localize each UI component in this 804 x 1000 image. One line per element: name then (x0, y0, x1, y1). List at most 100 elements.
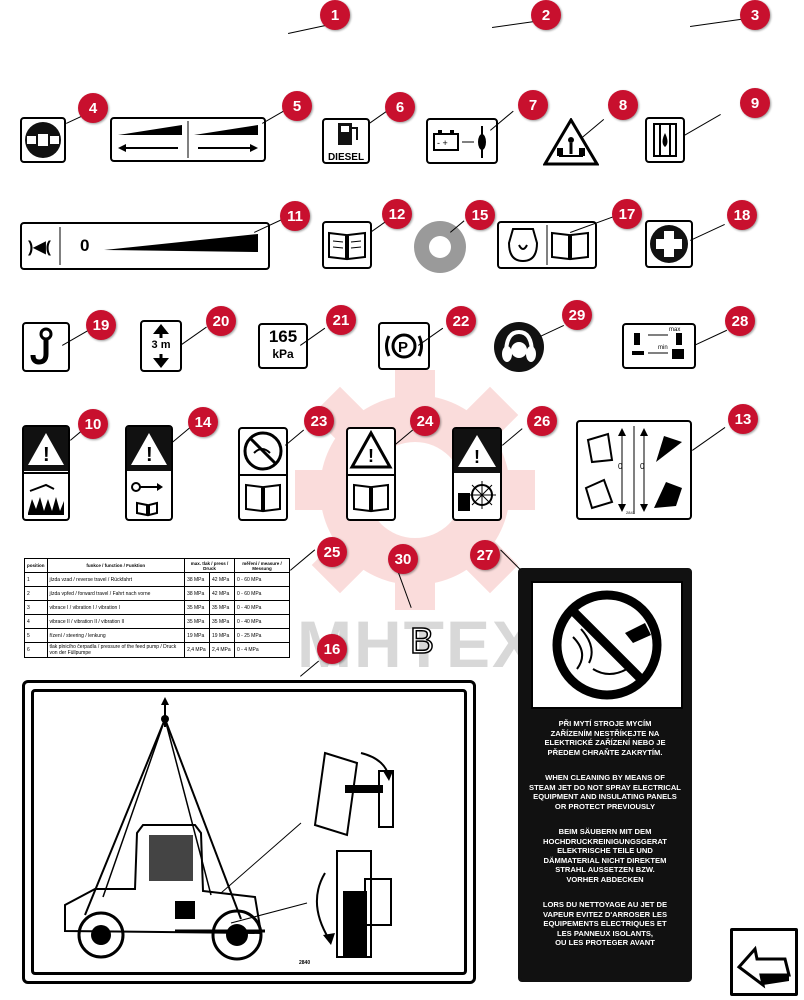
warning-fr-line: EQUIPEMENTS ELECTRIQUES ET (543, 919, 667, 928)
warning-cz-line: ZAŘÍZENÍM NESTŘÍKEJTE NA (550, 728, 660, 738)
decal-battery-explosion-warning: ! (452, 427, 502, 521)
warning-fr-line: OU LES PROTEGER AVANT (555, 938, 655, 947)
svg-text:- +: - + (437, 138, 448, 148)
callout-5: 5 (282, 91, 312, 121)
warning-de-line: STRAHL AUSSETZEN BZW. (555, 865, 655, 874)
decal-remove-key-warning: ! (125, 425, 173, 521)
hydraulic-pressure-table: position funkce / function / Funktion ma… (24, 558, 290, 658)
svg-text:!: ! (43, 444, 50, 466)
callout-17: 17 (612, 199, 642, 229)
table-header: funkce / function / Funktion (46, 558, 186, 573)
callout-15: 15 (465, 200, 495, 230)
svg-text:!: ! (146, 444, 153, 466)
callout-8: 8 (608, 90, 638, 120)
pressure-unit: kPa (272, 347, 294, 361)
callout-19: 19 (86, 310, 116, 340)
pressure-value: 165 (268, 327, 298, 346)
callout-28: 28 (725, 306, 755, 336)
callout-21: 21 (326, 305, 356, 335)
callout-16: 16 (317, 634, 347, 664)
svg-text:!: ! (474, 447, 480, 467)
warning-en-line: STEAM JET DO NOT SPRAY ELECTRICAL (529, 782, 681, 792)
callout-14: 14 (188, 407, 218, 437)
callout-20: 20 (206, 306, 236, 336)
callout-12: 12 (382, 199, 412, 229)
decal-hot-surface-warning: ! (22, 425, 70, 521)
callout-30: 30 (388, 544, 418, 574)
dir-zero-2: 0 (640, 462, 645, 471)
callout-23: 23 (304, 406, 334, 436)
arrow-icon (736, 945, 791, 989)
decal-lashing-point (20, 117, 66, 163)
next-page-arrow-button[interactable] (730, 928, 798, 996)
warning-fr-line: LORS DU NETTOYAGE AU JET DE (542, 900, 668, 909)
warning-de-line: ELEKTRISCHE TEILE UND (557, 846, 653, 855)
callout-22: 22 (446, 306, 476, 336)
callout-11: 11 (280, 201, 310, 231)
callout-6: 6 (385, 92, 415, 122)
diesel-label: DIESEL (327, 152, 365, 163)
warning-de-line: VORHER ABDECKEN (566, 874, 644, 884)
code-2840: 2840 (299, 960, 311, 966)
callout-2: 2 (531, 0, 561, 30)
callout-9: 9 (740, 88, 770, 118)
decal-steering-directions: 0 0 2841 (576, 420, 692, 520)
decal-parking-brake: P (378, 322, 430, 370)
callout-13: 13 (728, 404, 758, 434)
decal-hearing-protection (494, 322, 544, 372)
callout-4: 4 (78, 93, 108, 123)
decal-speed-limit: )◀( 0 (20, 222, 270, 270)
decal-warning-manual: ! (346, 427, 396, 521)
speed-zero-label: 0 (80, 236, 90, 255)
svg-text:!: ! (368, 446, 374, 466)
table-header: měření / measure / Messung (234, 558, 290, 573)
letter-b-mark: B (409, 619, 435, 662)
decal-no-spray-manual (238, 427, 288, 521)
warning-de-line: DÄMMATERIAL NICHT DIREKTEM (543, 855, 667, 865)
code-2841: 2841 (626, 510, 635, 515)
callout-7: 7 (518, 90, 548, 120)
decal-lifting-diagram: 2840 (22, 680, 476, 984)
svg-text:)◀(: )◀( (28, 239, 52, 256)
callout-18: 18 (727, 200, 757, 230)
callout-3: 3 (740, 0, 770, 30)
callout-25: 25 (317, 537, 347, 567)
warning-cz-line: PŘEDEM CHRAŇTE ZAKRYTÍM. (547, 747, 663, 757)
decal-direction-arrows (110, 117, 266, 162)
decal-read-manual (322, 221, 372, 269)
height-value: 3 m (151, 339, 171, 351)
decal-ring-washer (414, 221, 466, 273)
decal-lifting-hook (22, 322, 70, 372)
callout-26: 26 (527, 406, 557, 436)
parking-letter: P (398, 339, 408, 356)
decal-steam-cleaning-warning: PŘI MYTÍ STROJE MYCÍM ZAŘÍZENÍM NESTŘÍKE… (518, 568, 692, 982)
warning-cz-line: ELEKTRICKÉ ZAŘÍZENÍ NEBO JE (544, 738, 666, 747)
table-header: position (24, 558, 48, 573)
warning-en-line: OR PROTECT PREVIOUSLY (554, 801, 656, 811)
warning-en-line: EQUIPMENT AND INSULATING PANELS (533, 792, 677, 801)
callout-24: 24 (410, 406, 440, 436)
callout-1: 1 (320, 0, 350, 30)
decal-first-aid (645, 220, 693, 268)
decal-keep-clear-warning (543, 118, 599, 166)
warning-fr-line: VAPEUR EVITEZ D'ARROSER LES (542, 909, 668, 919)
decal-battery-disconnect: - + (426, 118, 498, 164)
callout-27: 27 (470, 540, 500, 570)
max-label: max (669, 327, 681, 333)
warning-de-line: BEIM SÄUBERN MIT DEM (558, 827, 652, 836)
decal-tire-pressure: 165 kPa (258, 323, 308, 369)
warning-cz-line: PŘI MYTÍ STROJE MYCÍM (558, 719, 652, 728)
decal-diesel-fuel: DIESEL (322, 118, 370, 164)
warning-text-block: PŘI MYTÍ STROJE MYCÍM ZAŘÍZENÍM NESTŘÍKE… (525, 719, 685, 948)
callout-10: 10 (78, 409, 108, 439)
callout-29: 29 (562, 300, 592, 330)
table-header: max. tlak / press / Druck (184, 558, 235, 573)
dir-zero-1: 0 (618, 462, 623, 471)
min-label: min (658, 345, 668, 351)
